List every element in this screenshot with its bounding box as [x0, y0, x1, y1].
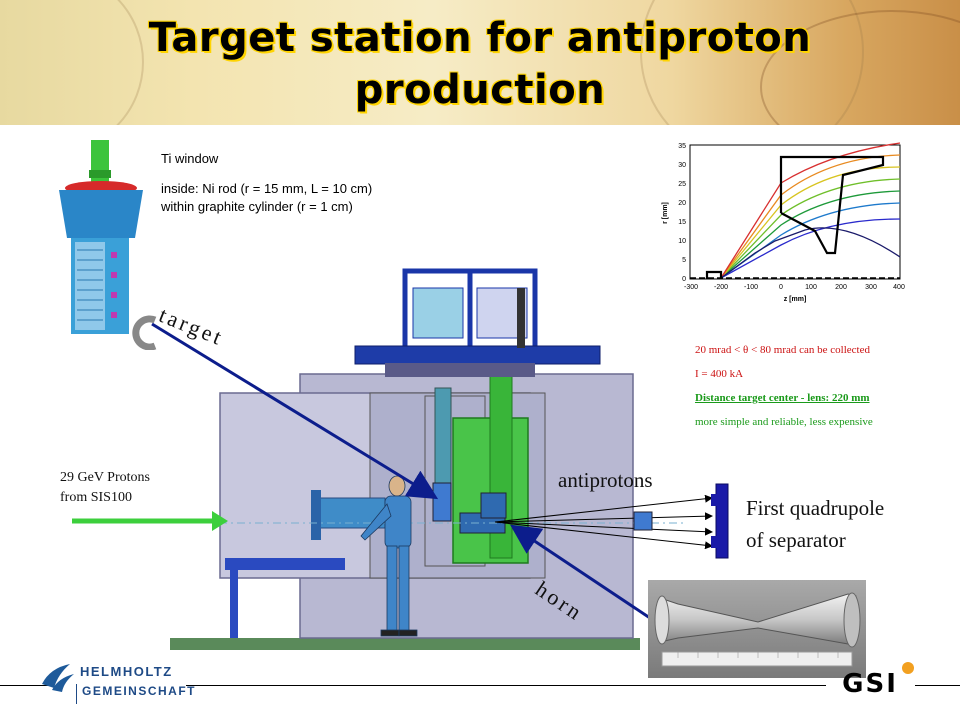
current-note: I = 400 kA	[695, 368, 744, 380]
distance-note: Distance target center - lens: 220 mm	[695, 392, 870, 404]
title-banner	[0, 0, 960, 125]
helmholtz-logo-divider	[76, 684, 77, 704]
plot-ylabel: r [mm]	[662, 202, 669, 224]
plot-xtick: -300	[684, 284, 698, 291]
reliability-note: more simple and reliable, less expensive	[695, 416, 873, 428]
plot-xtick: 300	[865, 284, 877, 291]
plot-ytick: 35	[678, 143, 686, 150]
plot-xtick: 0	[779, 284, 783, 291]
plot-ytick: 20	[678, 200, 686, 207]
plot-ytick: 5	[682, 257, 686, 264]
plot-xlabel: z [mm]	[784, 296, 807, 303]
antiprotons-label: antiprotons	[558, 468, 653, 492]
plot-ytick: 30	[678, 162, 686, 169]
protons-label-line1: 29 GeV Protons	[60, 470, 150, 485]
helmholtz-logo-text-1: HELMHOLTZ	[80, 664, 173, 679]
proton-beam-arrowhead	[212, 511, 228, 531]
beam-pipe-segment	[633, 511, 653, 531]
quadrupole-label-line2: of separator	[746, 528, 846, 552]
gsi-logo: GSI	[842, 662, 914, 694]
plot-ytick: 10	[678, 238, 686, 245]
banner-swirl	[0, 0, 144, 125]
plot-ytick: 25	[678, 181, 686, 188]
plot-xtick: 400	[893, 284, 905, 291]
target-window-note: Ti window	[161, 151, 219, 166]
plot-xtick: 100	[805, 284, 817, 291]
plot-xtick: 200	[835, 284, 847, 291]
angle-note: 20 mrad < θ < 80 mrad can be collected	[695, 344, 870, 356]
target-rod-note: inside: Ni rod (r = 15 mm, L = 10 cm)	[161, 181, 373, 196]
plot-xtick: -200	[714, 284, 728, 291]
target-graphite-note: within graphite cylinder (r = 1 cm)	[161, 199, 353, 214]
footer-rule-right	[915, 685, 960, 686]
footer-rule-left	[0, 685, 48, 686]
horn-field-plot: -300 -200 -100 0 100 200 300 400 0 5 10 …	[655, 135, 915, 325]
target-pointer-arrow	[151, 322, 439, 500]
horn-pointer-arrow	[510, 524, 651, 620]
helmholtz-logo-text-2: GEMEINSCHAFT	[82, 684, 196, 698]
quadrupole-label-line1: First quadrupole	[746, 496, 885, 520]
plot-ytick: 15	[678, 219, 686, 226]
plot-xtick: -100	[744, 284, 758, 291]
helmholtz-logo-icon	[42, 664, 74, 692]
page-title: Target station for antiproton production	[148, 15, 812, 113]
horn-photo	[648, 580, 866, 678]
target-insert-illustration	[59, 140, 157, 350]
quadrupole-magnet	[715, 483, 729, 559]
protons-label-line2: from SIS100	[60, 490, 132, 505]
gsi-logo-text: GSI	[842, 669, 898, 694]
footer-rule-middle	[186, 685, 826, 686]
plot-ytick: 0	[682, 276, 686, 283]
